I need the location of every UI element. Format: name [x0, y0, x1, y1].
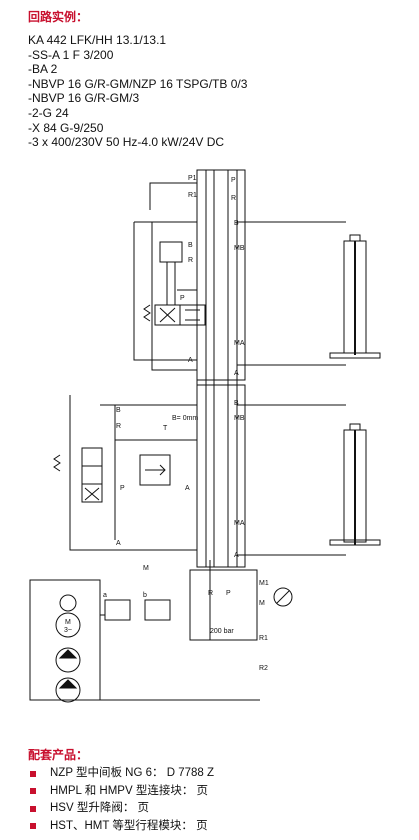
cylinder-1	[329, 234, 381, 359]
label: M	[143, 565, 149, 572]
label: B	[116, 407, 121, 414]
valve-1-cross	[159, 307, 176, 323]
label: R1	[188, 192, 197, 199]
list-item: HST、HMT 等型行程模块： 页	[30, 818, 214, 836]
label: b	[143, 592, 147, 599]
pump-1-icon	[55, 647, 81, 673]
label: R	[188, 257, 193, 264]
label: P	[120, 485, 125, 492]
label: R2	[259, 665, 268, 672]
label: R	[231, 195, 236, 202]
pump-2-icon	[55, 677, 81, 703]
manifold-stack	[196, 169, 246, 568]
label: A	[188, 357, 193, 364]
label: M1	[259, 580, 269, 587]
label: B	[234, 400, 239, 407]
cylinder-1-base	[329, 352, 381, 359]
label: MB	[234, 415, 245, 422]
p-return-line	[151, 222, 197, 371]
solenoid-valve-a	[104, 599, 131, 621]
top-module-outline	[196, 169, 246, 381]
valve-3-arrow-icon	[145, 464, 166, 476]
cylinder-1-head	[349, 234, 361, 242]
bullet-icon	[30, 805, 36, 812]
label: M	[259, 600, 265, 607]
label: MA	[234, 340, 245, 347]
cylinder-2-base	[329, 539, 381, 546]
label: P	[180, 295, 185, 302]
example-heading: 回路实例：	[28, 10, 89, 24]
valve-2-spool-mid	[81, 465, 103, 485]
code-line: -NBVP 16 G/R-GM/3	[28, 91, 140, 106]
a-line	[133, 222, 197, 361]
valve-2-spool-bottom	[81, 483, 103, 503]
label: MA	[234, 520, 245, 527]
label: A	[234, 552, 239, 559]
label: R	[208, 590, 213, 597]
code-line: -3 x 400/230V 50 Hz-4.0 kW/24V DC	[28, 135, 225, 150]
upper-valve-circuit	[133, 182, 346, 371]
label: A	[234, 370, 239, 377]
valve-1-spool-right	[179, 304, 206, 326]
power-unit	[29, 560, 293, 703]
label: R	[116, 423, 121, 430]
motor-fan-icon	[59, 594, 77, 612]
diagram-labels: P1 R1 P R B A B MB MA A R P B MB R B T B…	[64, 175, 269, 672]
code-line: -X 84 G-9/250	[28, 120, 104, 135]
label: MB	[234, 245, 245, 252]
label: M	[65, 619, 71, 626]
gauge-needle-icon	[276, 590, 290, 604]
pump-2-arrow-icon	[58, 679, 78, 689]
code-line: KA 442 LFK/HH 13.1/13.1	[28, 33, 167, 47]
label: R1	[259, 635, 268, 642]
valve-1-spring-icon	[143, 304, 151, 322]
bullet-icon	[30, 823, 36, 830]
label: B	[188, 242, 193, 249]
valve-2-spool-top	[81, 447, 103, 467]
cylinder-2	[329, 423, 381, 546]
list-item: HMPL 和 HMPV 型连接块： 页	[30, 783, 214, 801]
label: A	[116, 540, 121, 547]
label: P	[226, 590, 231, 597]
valve-2-spring-icon	[53, 454, 61, 472]
bullet-icon	[30, 788, 36, 795]
code-line: -BA 2	[28, 62, 58, 77]
label: 3~	[64, 627, 72, 634]
list-item: NZP 型中间板 NG 6： D 7788 Z	[30, 765, 214, 783]
code-line: -SS-A 1 F 3/200	[28, 47, 114, 62]
list-item: HSV 型升降阀： 页	[30, 800, 214, 818]
label: B	[234, 220, 239, 227]
solenoid-valve-b	[144, 599, 171, 621]
cylinder-2-head	[349, 423, 361, 431]
motor-icon	[55, 612, 81, 638]
label: B= 0mm	[172, 415, 198, 422]
middle-valve-circuit	[53, 395, 346, 556]
label: a	[103, 592, 107, 599]
products-heading: 配套产品：	[28, 748, 89, 762]
label: T	[163, 425, 168, 432]
code-line: -NBVP 16 G/R-GM/NZP 16 TSPG/TB 0/3	[28, 76, 248, 91]
label: P1	[188, 175, 197, 182]
valve-3-body	[139, 454, 171, 486]
product-list: NZP 型中间板 NG 6： D 7788 Z HMPL 和 HMPV 型连接块…	[30, 765, 214, 835]
tank-outline	[29, 579, 101, 701]
pump-1-arrow-icon	[58, 649, 78, 659]
code-line: -2-G 24	[28, 105, 69, 120]
order-code-block: KA 442 LFK/HH 13.1/13.1 -SS-A 1 F 3/200 …	[28, 33, 247, 150]
valve-2-cross	[84, 487, 100, 501]
pressure-block	[189, 569, 258, 641]
label: 200 bar	[210, 628, 234, 635]
label: A	[185, 485, 190, 492]
pressure-gauge-icon	[273, 587, 293, 607]
r-line	[149, 182, 197, 210]
a-line-left	[69, 395, 197, 551]
bullet-icon	[30, 770, 36, 777]
check-valve-block	[159, 241, 183, 263]
label: P	[231, 177, 236, 184]
middle-module-outline	[196, 384, 246, 568]
valve-1-parallel	[185, 309, 200, 321]
